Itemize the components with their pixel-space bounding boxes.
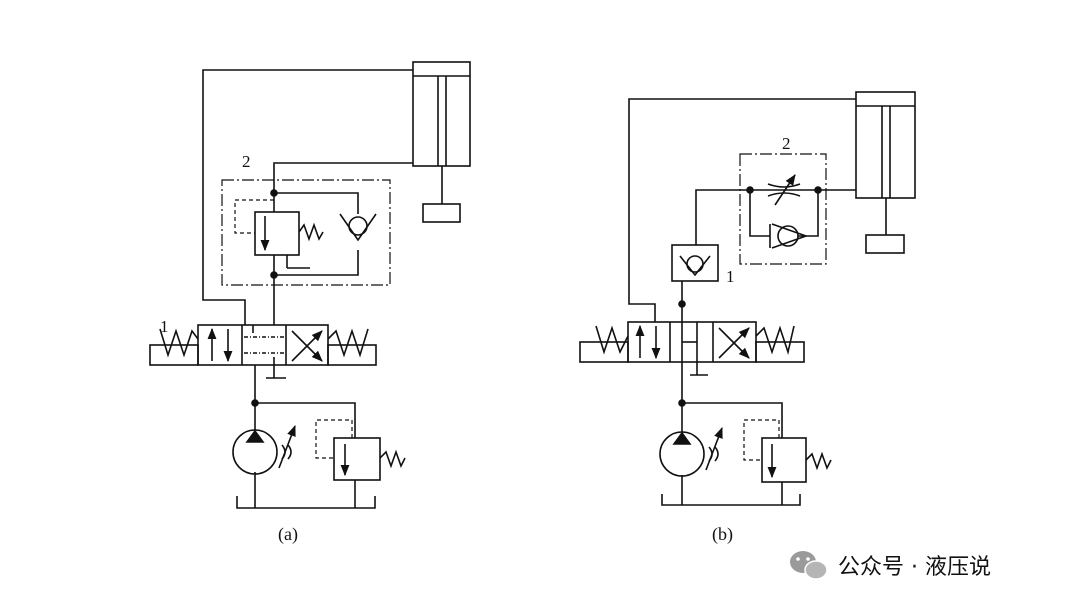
wechat-icon: [790, 551, 828, 580]
label-b-valve-1: 1: [726, 267, 735, 286]
relief-valve-b: [743, 419, 832, 483]
sequence-valve-a: [234, 199, 324, 269]
watermark-text: 公众号 · 液压说: [838, 555, 991, 580]
label-b-group-2: 2: [782, 134, 791, 153]
directional-valve-a: [149, 324, 377, 366]
watermark: 公众号 · 液压说: [790, 551, 991, 580]
check-valve-a: [339, 213, 377, 242]
pipe-lines-b: [628, 98, 856, 506]
directional-valve-b: [579, 321, 805, 363]
relief-valve-a: [315, 419, 406, 481]
cylinder-b: [855, 91, 916, 254]
label-a-group-2: 2: [242, 152, 251, 171]
caption-b: (b): [712, 524, 733, 545]
group-boundary-a: [221, 179, 391, 286]
caption-a: (a): [278, 524, 298, 545]
check-valve-b: [769, 223, 807, 249]
pump-b: [659, 426, 723, 477]
group-boundary-b: [739, 153, 827, 265]
check-valve-1-b: [671, 244, 719, 282]
throttle-valve-b: [767, 174, 801, 206]
pump-a: [232, 424, 296, 475]
pipe-lines-a: [202, 69, 413, 509]
diagram-a: [149, 61, 471, 509]
label-a-valve-1: 1: [160, 317, 169, 336]
cylinder-a: [412, 61, 471, 223]
diagram-b: [579, 91, 916, 506]
